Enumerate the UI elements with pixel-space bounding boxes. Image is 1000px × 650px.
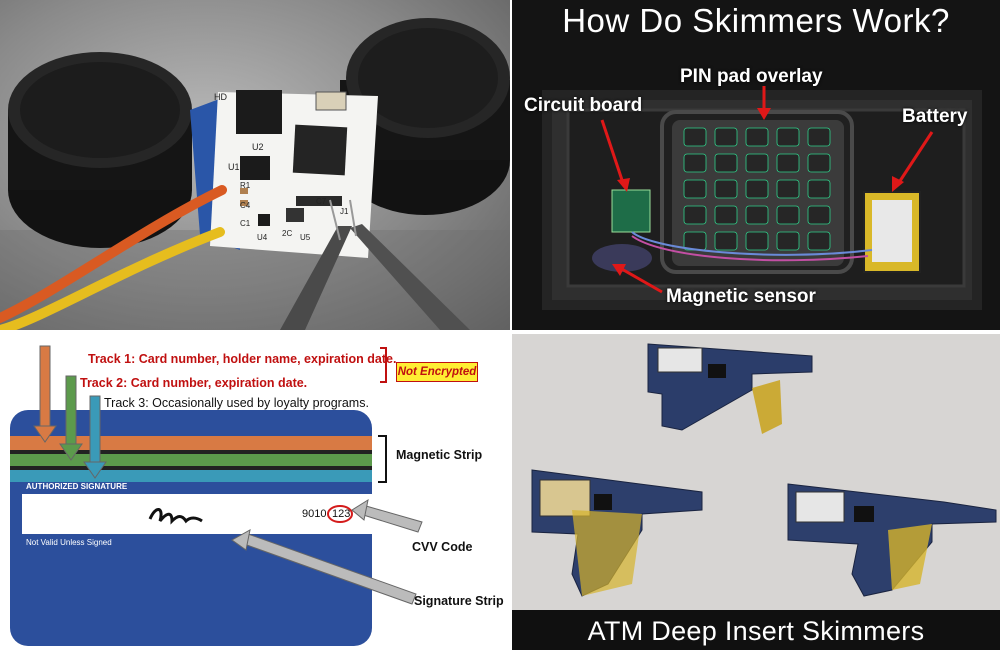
keypad-key <box>807 127 831 147</box>
not-valid-label: Not Valid Unless Signed <box>26 538 112 547</box>
battery-callout: Battery <box>902 106 968 127</box>
board-label: R1 <box>240 181 251 190</box>
board-label: HD <box>214 92 227 102</box>
magnetic-sensor-callout: Magnetic sensor <box>666 286 816 307</box>
keypad-key <box>745 127 769 147</box>
keypad-key <box>714 127 738 147</box>
keypad-key <box>776 127 800 147</box>
keypad-key <box>776 231 800 251</box>
keypad-key <box>714 179 738 199</box>
board-label: U1 <box>228 162 240 172</box>
keypad-key <box>745 153 769 173</box>
card-number: 9010 <box>302 508 327 520</box>
keypad-key <box>807 179 831 199</box>
keypad-key <box>776 205 800 225</box>
board-label: C7 <box>316 197 327 206</box>
board-label: J1 <box>340 207 349 216</box>
board-label: C4 <box>240 201 251 210</box>
panel-title: How Do Skimmers Work? <box>562 2 950 39</box>
keypad-key <box>776 153 800 173</box>
board-label: U4 <box>257 233 268 242</box>
board-label: C1 <box>240 219 251 228</box>
credit-card-illustration <box>10 345 423 646</box>
track1-label: Track 1: Card number, holder name, expir… <box>88 352 397 366</box>
skimmer-overlay-panel: How Do Skimmers Work? PIN pad overlay Ci… <box>512 0 1000 330</box>
track2-label: Track 2: Card number, expiration date. <box>80 376 308 390</box>
keypad-key <box>745 179 769 199</box>
not-encrypted-badge: Not Encrypted <box>396 362 478 382</box>
circuit-board-callout: Circuit board <box>524 95 643 116</box>
keypad-key <box>683 231 707 251</box>
keypad-key <box>807 231 831 251</box>
atm-keypad-illustration <box>542 86 982 310</box>
signature-strip-label: Signature Strip <box>414 594 504 608</box>
cvv-code-label: CVV Code <box>412 540 473 554</box>
caption-bar <box>512 610 1000 650</box>
track3-label: Track 3: Occasionally used by loyalty pr… <box>104 396 369 410</box>
keypad-key <box>683 179 707 199</box>
keypad-key <box>683 153 707 173</box>
board-label: U2 <box>252 142 264 152</box>
keypad-key <box>776 179 800 199</box>
keypad-keys <box>683 127 831 251</box>
keypad-key <box>714 231 738 251</box>
board-label: 2C <box>282 229 292 238</box>
pin-pad-callout: PIN pad overlay <box>680 66 823 87</box>
magnetic-strip-label: Magnetic Strip <box>396 448 483 462</box>
skimmer-devices-illustration <box>531 343 997 597</box>
keypad-key <box>807 153 831 173</box>
card-tracks-diagram: Track 1: Card number, holder name, expir… <box>0 336 510 650</box>
keypad-key <box>683 205 707 225</box>
cvv-number: 123 <box>332 508 351 520</box>
keypad-key <box>714 153 738 173</box>
circuit-board-illustration: HD U2 U1 R1 C4 C1 U4 C7 J1 U5 2C <box>0 18 510 330</box>
keypad-key <box>745 205 769 225</box>
keypad-key <box>683 127 707 147</box>
keypad-key <box>807 205 831 225</box>
circuit-board-photo: HD U2 U1 R1 C4 C1 U4 C7 J1 U5 2C <box>0 0 510 330</box>
panel-caption: ATM Deep Insert Skimmers <box>587 616 925 646</box>
keypad-key <box>714 205 738 225</box>
board-label: U5 <box>300 233 311 242</box>
deep-insert-skimmers-photo: ATM Deep Insert Skimmers <box>512 334 1000 650</box>
authorized-signature-label: AUTHORIZED SIGNATURE <box>26 482 128 491</box>
keypad-key <box>745 231 769 251</box>
